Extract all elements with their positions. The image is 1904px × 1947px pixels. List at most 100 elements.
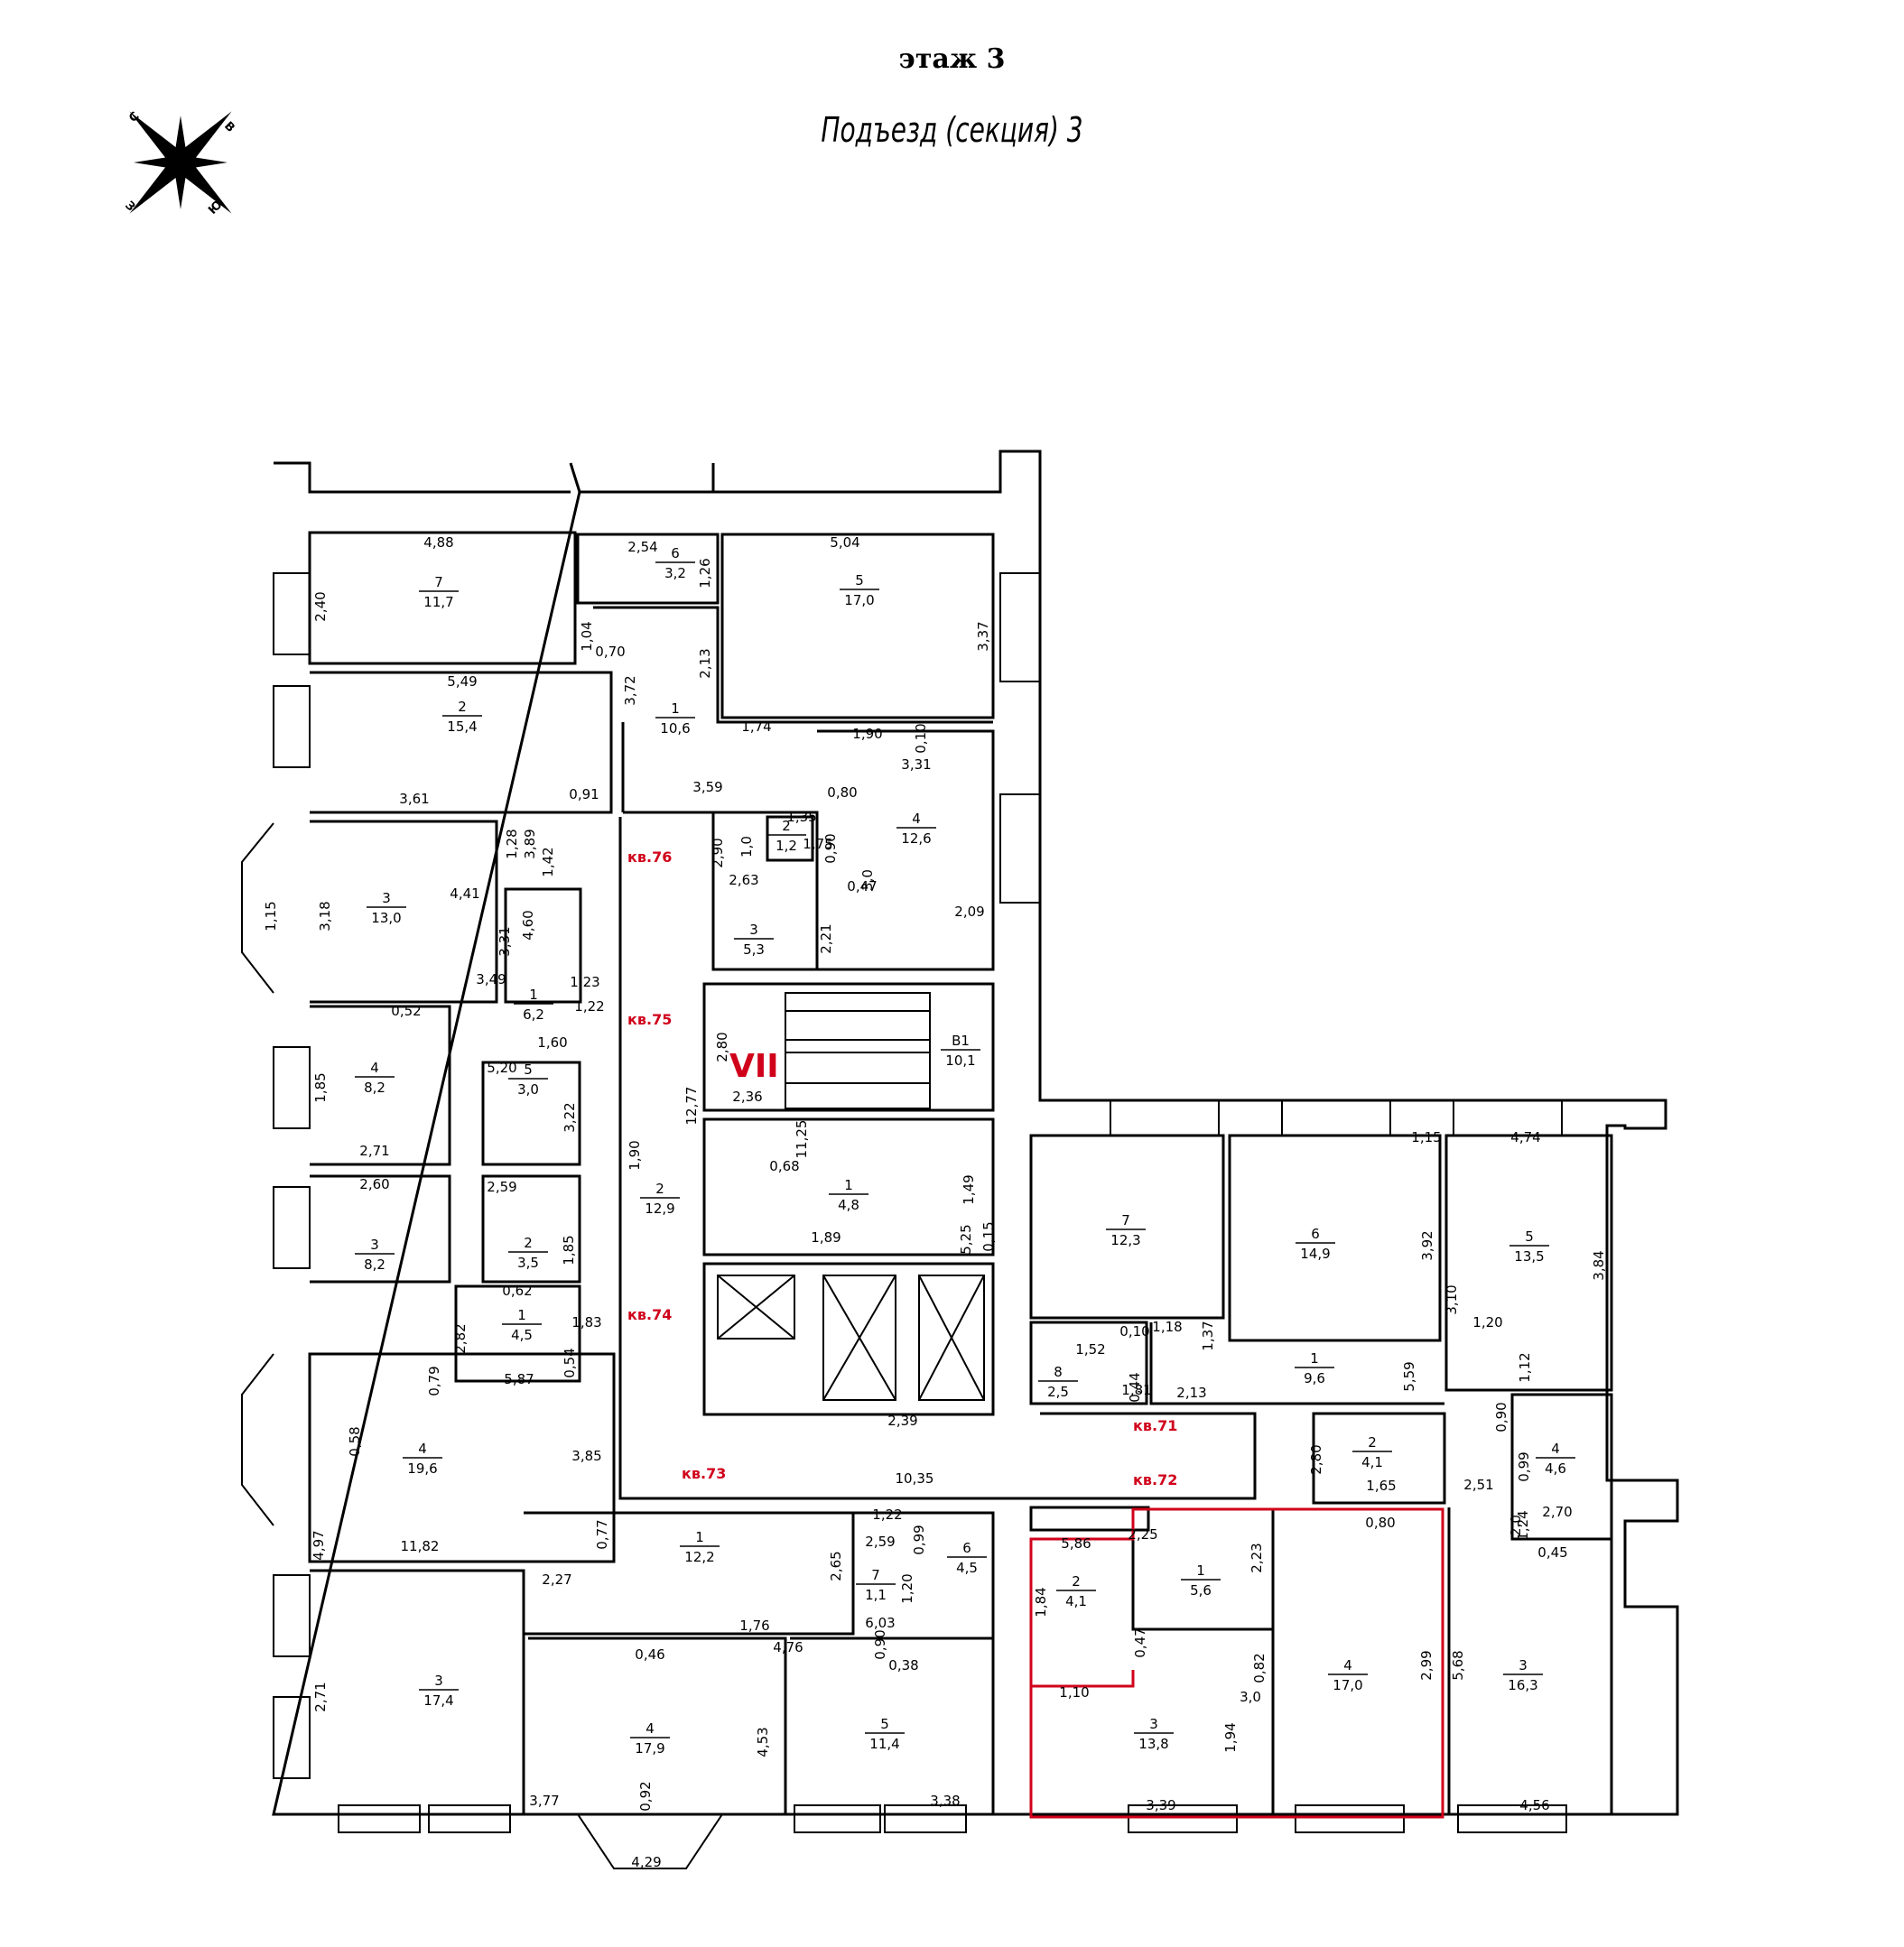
dimension-label: 2,27 (542, 1572, 571, 1588)
section-title: Подъезд (секция) 3 (821, 110, 1083, 150)
room-number: 5 (880, 1716, 889, 1732)
dimension-label: 3,39 (1146, 1797, 1175, 1813)
room-label: 517,0 (840, 572, 879, 608)
dimension-label: 0,44 (1127, 1372, 1143, 1402)
room-label: 313,0 (367, 890, 406, 926)
dimension-label: 2,25 (1128, 1526, 1157, 1543)
dimension-label: 5,25 (958, 1224, 974, 1254)
dimension-label: 3,31 (901, 756, 931, 773)
dimension-label: 3,59 (692, 779, 722, 795)
room-area: 17,0 (1333, 1677, 1362, 1693)
dimension-label: 1,20 (1472, 1314, 1502, 1330)
room-number: 3 (749, 922, 758, 938)
floor-title: этаж 3 (898, 43, 1006, 75)
dimension-label: 3,18 (317, 901, 333, 931)
room-number: 2 (655, 1181, 664, 1197)
compass-letter-yu: Ю (206, 198, 225, 217)
room-number: 1 (695, 1529, 704, 1545)
dimension-label: 5,20 (487, 1060, 516, 1076)
room-area: 15,4 (447, 719, 477, 735)
dimension-label: 1,37 (1200, 1321, 1216, 1350)
room-area: 12,3 (1110, 1232, 1140, 1248)
dimension-label: 2,70 (1542, 1504, 1572, 1520)
room-area: 4,1 (1361, 1454, 1383, 1470)
dimension-label: 1,42 (540, 847, 556, 876)
dimension-label: 3,31 (497, 926, 513, 956)
dimension-label: 5,87 (504, 1371, 534, 1387)
dimension-label: 2,59 (487, 1179, 516, 1195)
room-number: 6 (671, 545, 680, 561)
compass-letter-v: В (221, 119, 237, 135)
room-area: 19,6 (407, 1460, 437, 1477)
dimension-label: 2,99 (1418, 1650, 1435, 1680)
room-number: 2 (782, 818, 791, 834)
dimension-label: 3,22 (562, 1102, 578, 1132)
dimension-label: 2,09 (954, 904, 984, 920)
dimension-label: 2,80 (1308, 1444, 1324, 1474)
dimension-label: 2,0 (1508, 1515, 1524, 1536)
room-label: 110,6 (655, 700, 695, 737)
room-number: 5 (1525, 1228, 1534, 1245)
dimension-label: 1,26 (697, 558, 713, 588)
room-area: 5,3 (743, 941, 765, 958)
dimension-label: 4,88 (423, 534, 453, 551)
dimension-label: 1,52 (1075, 1341, 1105, 1358)
room-area: 10,1 (945, 1052, 975, 1069)
room-number: 3 (382, 890, 391, 906)
room-label: 212,9 (640, 1181, 680, 1217)
dimension-label: 2,39 (887, 1413, 917, 1429)
room-area: 8,2 (364, 1080, 385, 1096)
dimension-label: 3,10 (1444, 1284, 1460, 1314)
dimension-label: 0,68 (769, 1158, 799, 1174)
room-area: 13,8 (1138, 1736, 1168, 1752)
room-area: 3,0 (517, 1081, 539, 1098)
room-label: 112,2 (680, 1529, 720, 1565)
room-area: 4,5 (511, 1327, 533, 1343)
room-number: 3 (1519, 1657, 1528, 1673)
dimension-label: 0,47 (1132, 1627, 1148, 1657)
room-area: 11,7 (423, 594, 453, 610)
room-area: 3,2 (664, 565, 686, 581)
room-number: 5 (855, 572, 864, 589)
dimension-label: 4,60 (520, 910, 536, 940)
dimension-label: 0,90 (1493, 1402, 1509, 1432)
dimension-label: 1,85 (561, 1235, 577, 1265)
room-number: 6 (962, 1540, 971, 1556)
room-area: 10,6 (660, 720, 690, 737)
room-label: 48,2 (355, 1060, 395, 1096)
dimension-label: 2,54 (627, 539, 657, 555)
dimension-label: 1,60 (537, 1034, 567, 1051)
dimension-label: 0,90 (822, 833, 839, 863)
dimension-label: 3,61 (399, 791, 429, 807)
apartment-label: кв.76 (627, 848, 672, 866)
dimension-label: 1,23 (570, 974, 599, 990)
room-number: 4 (1343, 1657, 1352, 1673)
room-area: 17,9 (635, 1740, 664, 1757)
room-number: 4 (370, 1060, 379, 1076)
room-area: 1,1 (865, 1587, 887, 1603)
dimension-label: 2,71 (359, 1143, 389, 1159)
dimension-label: 1,49 (961, 1174, 977, 1204)
room-label: 316,3 (1503, 1657, 1543, 1693)
room-label: 215,4 (442, 699, 482, 735)
dimension-label: 5,04 (830, 534, 859, 551)
room-area: 17,4 (423, 1692, 453, 1709)
room-area: 12,9 (645, 1201, 674, 1217)
highlight-outline (1029, 1507, 1444, 1819)
dimension-label: 0,70 (595, 644, 625, 660)
room-area: 17,0 (844, 592, 874, 608)
dimension-label: 1,24 (1515, 1510, 1531, 1540)
dimension-label: 0,47 (847, 878, 877, 895)
dimension-label: 3,77 (529, 1793, 559, 1809)
dimension-label: 2,80 (714, 1032, 730, 1062)
dimension-label: 1,04 (579, 621, 595, 651)
dimension-label: 2,36 (732, 1089, 762, 1105)
room-label: 15,6 (1181, 1562, 1221, 1599)
room-label: 24,1 (1352, 1434, 1392, 1470)
room-number: 3 (434, 1673, 443, 1689)
dimension-label: 4,97 (311, 1530, 327, 1560)
windows (241, 572, 1567, 1869)
dimension-label: 0,62 (502, 1283, 532, 1299)
room-number: 6 (1311, 1226, 1320, 1242)
